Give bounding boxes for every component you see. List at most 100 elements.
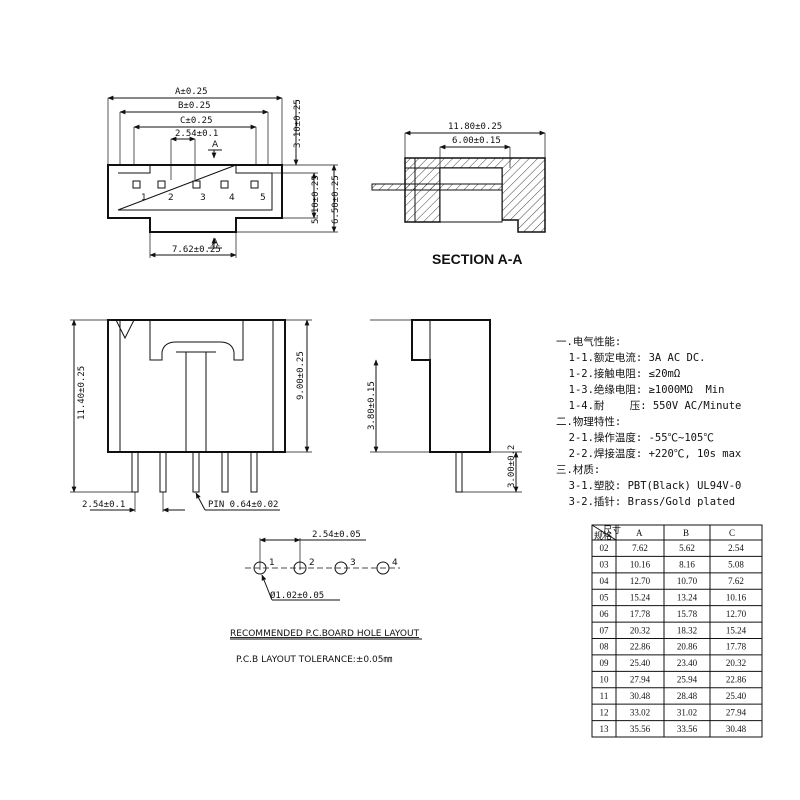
table-cell: 12.70 [726, 609, 747, 619]
table-cell: 20.86 [677, 642, 698, 652]
hole-number: 3 [350, 558, 356, 568]
table-cell: 22.86 [630, 642, 651, 652]
spec-line: 2-2.焊接温度: +220℃, 10s max [556, 447, 741, 460]
dim-c: C±0.25 [180, 116, 213, 126]
table-corner-bottom: 规格 [594, 530, 612, 541]
table-cell: 22.86 [726, 675, 747, 685]
table-cell: 35.56 [630, 724, 651, 734]
table-cell: 13.24 [677, 592, 698, 602]
pin-number: 4 [229, 193, 235, 203]
spec-line: 1-3.绝缘电阻: ≥1000MΩ Min [556, 383, 724, 396]
table-row-label: 10 [600, 675, 610, 685]
dim-b: B±0.25 [178, 101, 211, 111]
section-marker-top: A [212, 140, 219, 150]
table-cell: 18.32 [677, 625, 697, 635]
section-marker-bottom: A [212, 238, 219, 248]
table-row-label: 07 [600, 625, 610, 635]
dim-300: 3.00±0.2 [507, 445, 517, 488]
side-view: 3.80±0.15 3.00±0.2 [367, 319, 522, 493]
table-row-label: 08 [600, 642, 610, 652]
spec-line: 1-1.额定电流: 3A AC DC. [556, 351, 705, 364]
pin-number: 2 [168, 193, 174, 203]
pin-number: 5 [260, 193, 266, 203]
table-row-label: 04 [600, 576, 610, 586]
table-cell: 15.24 [726, 625, 747, 635]
spec-line: 二.物理特性: [556, 415, 621, 428]
table-header-b: B [683, 528, 689, 538]
dim-pitch-front: 2.54±0.1 [82, 500, 125, 510]
spec-line: 三.材质: [556, 463, 600, 476]
dim-pcb-pitch: 2.54±0.05 [312, 530, 361, 540]
table-cell: 27.94 [726, 707, 747, 717]
dim-hole: Ø1.02±0.05 [270, 590, 324, 601]
table-cell: 30.48 [726, 724, 747, 734]
pcb-title: RECOMMENDED P.C.BOARD HOLE LAYOUT [230, 629, 420, 639]
top-view: A±0.25 B±0.25 C±0.25 2.54±0.1 A 1 2 3 4 … [107, 87, 341, 258]
dim-a: A±0.25 [175, 87, 208, 97]
table-cell: 10.16 [726, 592, 747, 602]
pcb-hole-layout: 2.54±0.05 1 2 3 4 Ø1.02±0.05 RECOMMENDED… [230, 530, 422, 665]
table-cell: 17.78 [630, 609, 651, 619]
pin-label: PIN 0.64±0.02 [208, 500, 278, 510]
table-cell: 2.54 [728, 543, 744, 553]
table-corner-top: 尺寸 [603, 524, 621, 535]
table-cell: 5.08 [728, 560, 744, 570]
table-cell: 25.40 [630, 658, 651, 668]
table-cell: 12.70 [630, 576, 651, 586]
section-view: 11.80±0.25 6.00±0.15 SECTION A-A [371, 122, 546, 267]
table-cell: 25.40 [726, 691, 747, 701]
hole-number: 4 [392, 558, 398, 568]
dim-762: 7.62±0.25 [172, 245, 221, 255]
dim-1140: 11.40±0.25 [77, 366, 87, 420]
table-cell: 33.56 [677, 724, 698, 734]
table-cell: 20.32 [630, 625, 650, 635]
table-cell: 28.48 [677, 691, 698, 701]
table-cell: 15.24 [630, 592, 651, 602]
table-cell: 10.16 [630, 560, 651, 570]
section-title: SECTION A-A [432, 251, 522, 267]
specifications: 一.电气性能: 1-1.额定电流: 3A AC DC. 1-2.接触电阻: ≤2… [556, 335, 741, 508]
table-cell: 23.40 [677, 658, 698, 668]
table-cell: 27.94 [630, 675, 651, 685]
table-cell: 5.62 [679, 543, 695, 553]
table-cell: 25.94 [677, 675, 698, 685]
table-cell: 17.78 [726, 642, 747, 652]
hole-number: 1 [269, 558, 275, 568]
front-view: 11.40±0.25 9.00±0.25 2.54±0.1 PIN 0.64±0… [70, 319, 312, 513]
table-row-label: 12 [600, 707, 609, 717]
table-row-label: 02 [600, 543, 609, 553]
dim-380: 3.80±0.15 [367, 381, 377, 430]
pin-number: 3 [200, 193, 206, 203]
spec-line: 1-4.耐 压: 550V AC/Minute [556, 399, 741, 412]
table-row-label: 11 [600, 691, 609, 701]
table-row-label: 05 [600, 592, 610, 602]
spec-line: 一.电气性能: [556, 335, 621, 348]
table-header-a: A [636, 528, 643, 538]
spec-line: 1-2.接触电阻: ≤20mΩ [556, 367, 680, 380]
pcb-tolerance: P.C.B LAYOUT TOLERANCE:±0.05㎜ [236, 655, 392, 665]
table-cell: 30.48 [630, 691, 651, 701]
hole-number: 2 [309, 558, 315, 568]
table-header-c: C [729, 528, 735, 538]
table-cell: 7.62 [728, 576, 744, 586]
table-cell: 33.02 [630, 707, 650, 717]
dim-pitch-top: 2.54±0.1 [175, 129, 218, 139]
dim-310: 3.10±0.25 [293, 99, 303, 148]
dim-1180: 11.80±0.25 [448, 122, 502, 132]
spec-line: 2-1.操作温度: -55℃~105℃ [556, 431, 714, 444]
spec-line: 3-1.塑胶: PBT(Black) UL94V-0 [556, 479, 741, 492]
table-cell: 7.62 [632, 543, 648, 553]
table-cell: 15.78 [677, 609, 698, 619]
pin-number: 1 [141, 193, 147, 203]
table-row-label: 09 [600, 658, 610, 668]
table-row-label: 06 [600, 609, 610, 619]
dim-900: 9.00±0.25 [296, 351, 306, 400]
spec-line: 3-2.插针: Brass/Gold plated [556, 495, 735, 508]
table-cell: 10.70 [677, 576, 698, 586]
dim-650: 6.50±0.25 [331, 175, 341, 224]
table-row-label: 13 [600, 724, 610, 734]
table-row-label: 03 [600, 560, 610, 570]
